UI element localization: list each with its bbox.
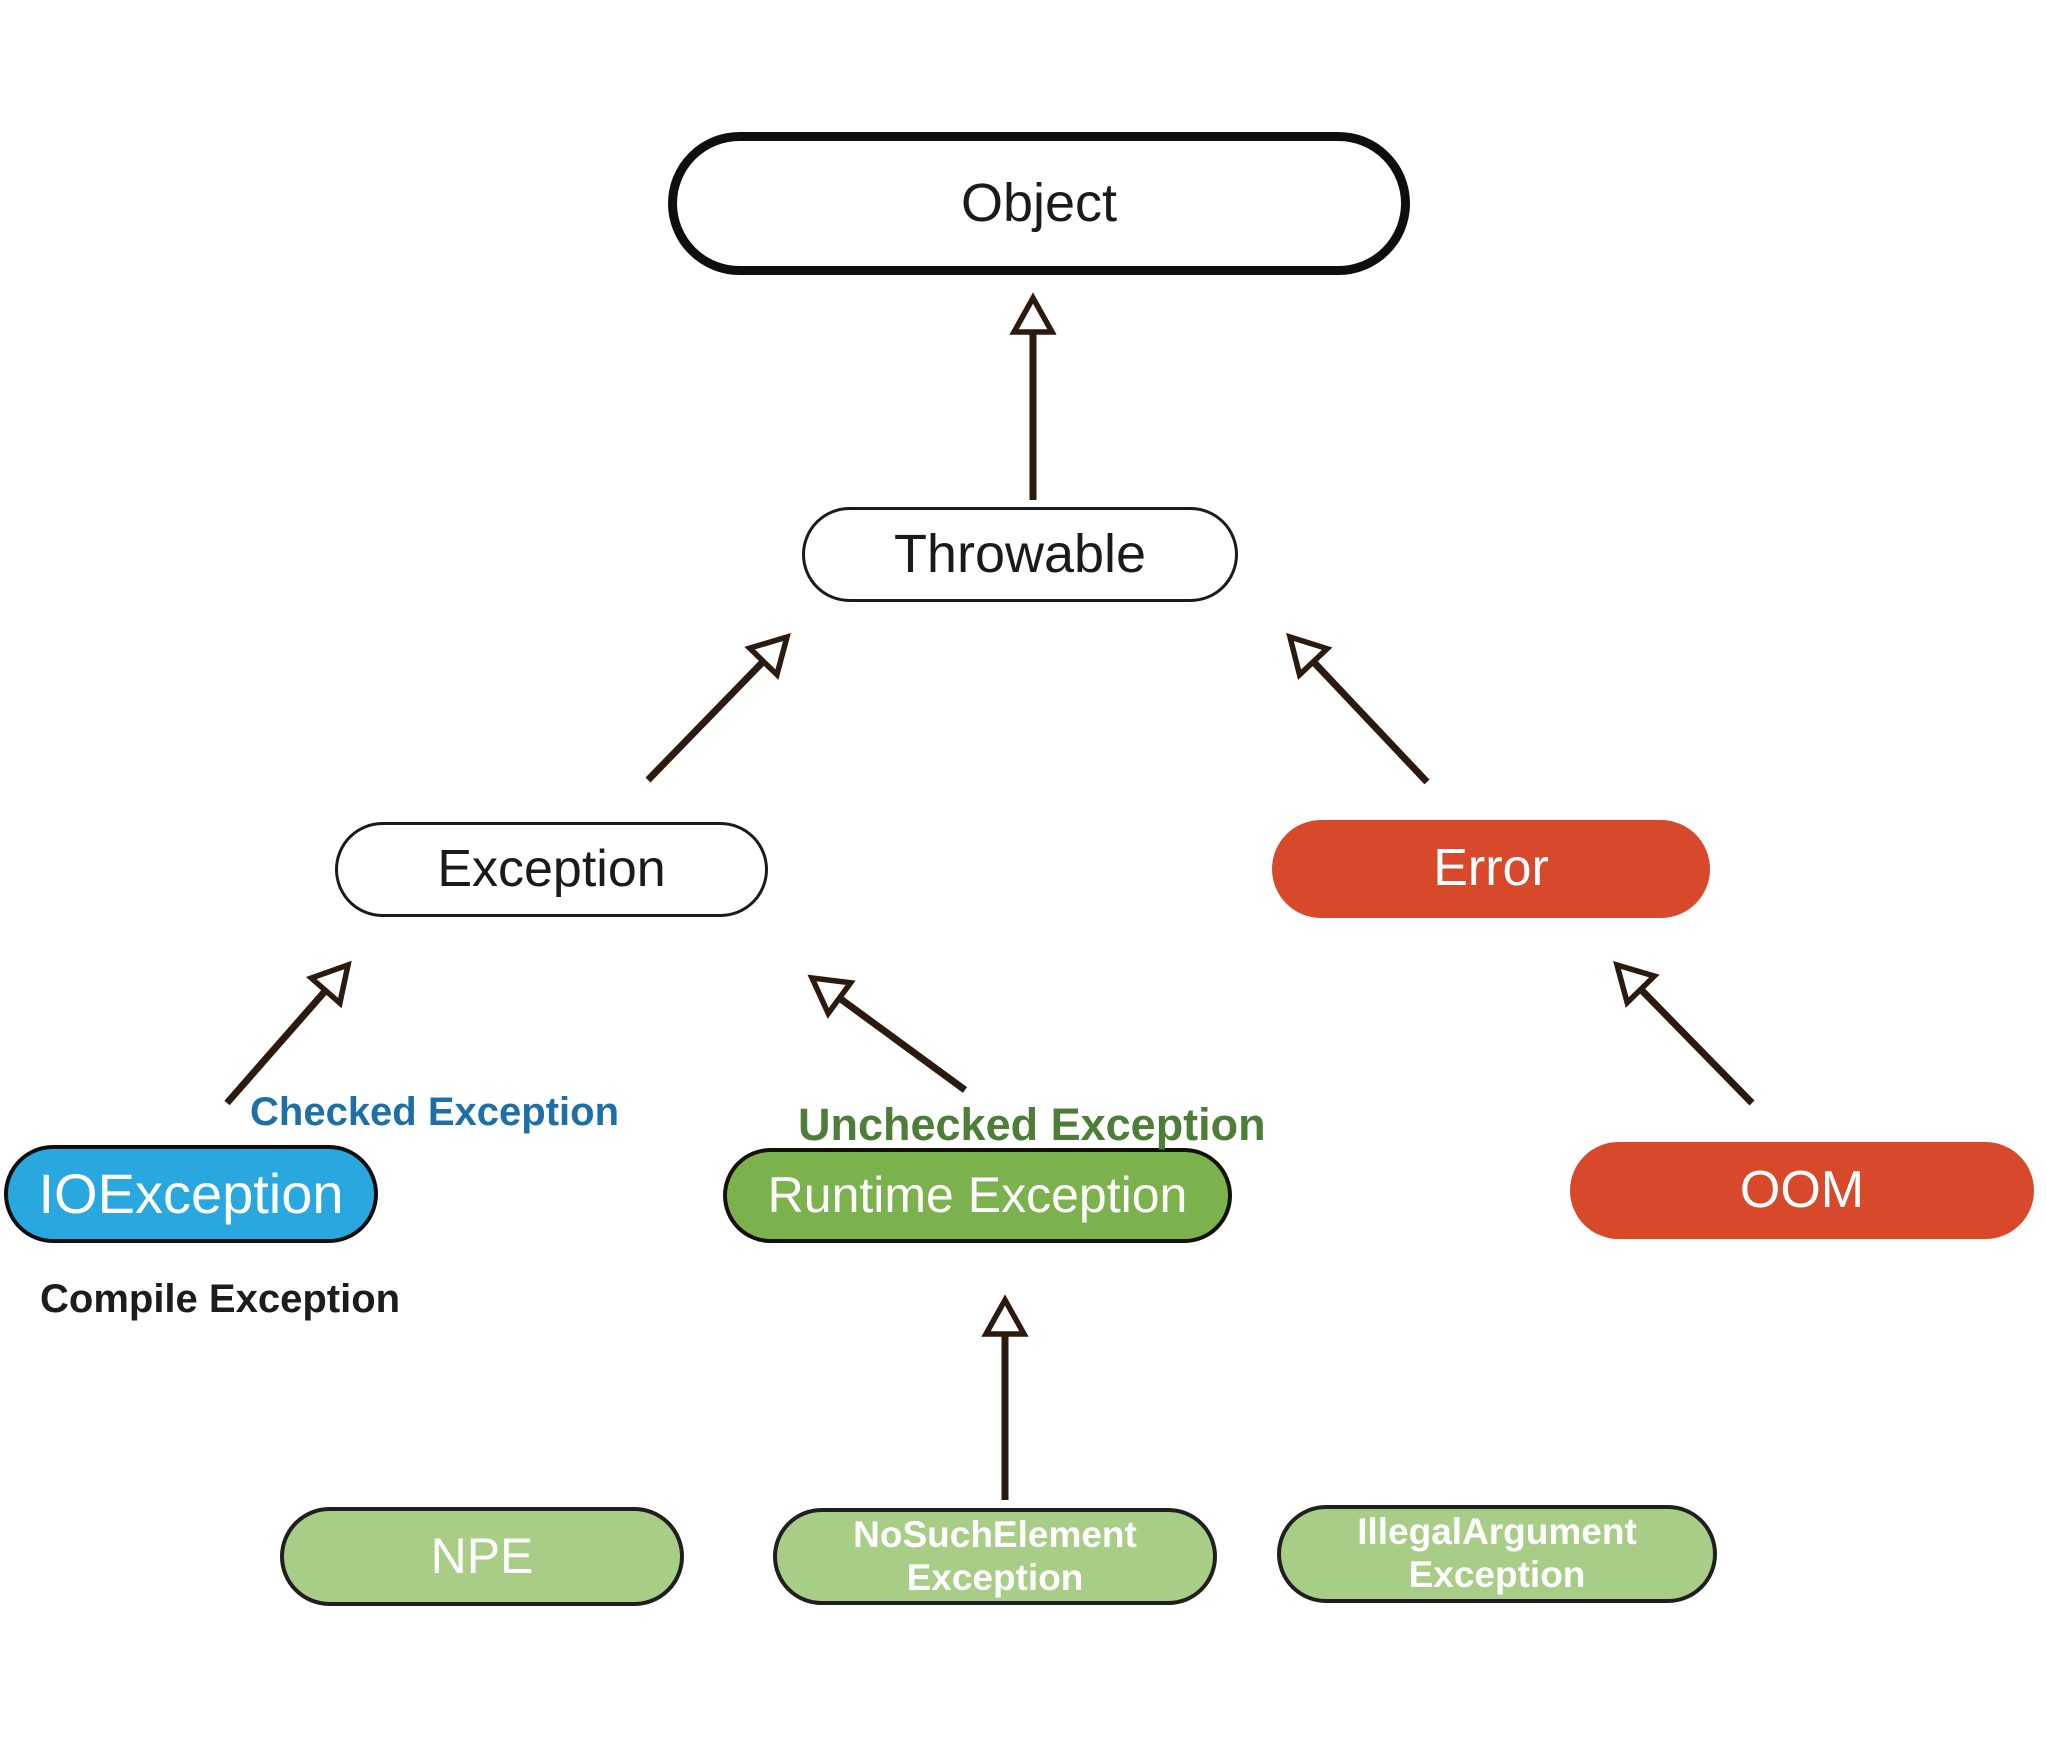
inheritance-arrow-runtime-exception xyxy=(807,974,968,1093)
inheritance-arrow-oom xyxy=(1613,960,1755,1106)
unchecked-exception-label: Unchecked Exception xyxy=(798,1099,1266,1150)
node-nosuchelement-exception: NoSuchElement Exception xyxy=(773,1508,1217,1605)
node-exception: Exception xyxy=(335,822,768,917)
inheritance-arrow-ioexception xyxy=(224,960,352,1106)
node-ioexception: IOException xyxy=(4,1145,378,1243)
node-npe: NPE xyxy=(280,1507,684,1606)
node-oom: OOM xyxy=(1570,1142,2034,1239)
inheritance-arrow-throwable xyxy=(1009,292,1057,500)
node-error: Error xyxy=(1272,820,1710,918)
checked-exception-label: Checked Exception xyxy=(250,1090,620,1134)
compile-exception-label: Compile Exception xyxy=(40,1277,401,1321)
inheritance-arrow-error xyxy=(1286,632,1430,785)
node-object: Object xyxy=(668,132,1410,275)
inheritance-arrow-nosuchelement-exception xyxy=(981,1294,1029,1500)
node-illegalargument-exception: IllegalArgument Exception xyxy=(1277,1505,1717,1603)
node-runtime-exception: Runtime Exception xyxy=(723,1148,1232,1243)
node-throwable: Throwable xyxy=(802,507,1238,602)
inheritance-arrow-exception xyxy=(645,632,791,783)
